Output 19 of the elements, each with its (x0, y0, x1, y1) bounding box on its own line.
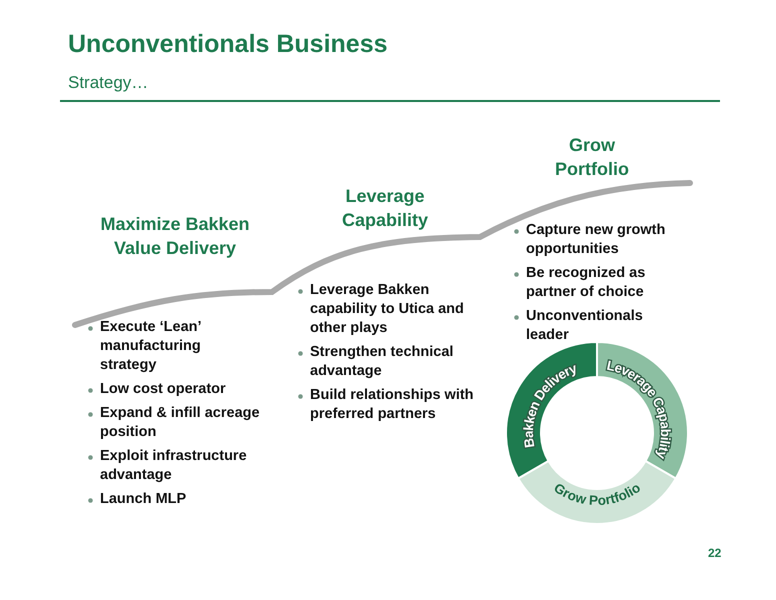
ring-segment (517, 460, 677, 525)
bullet-item: Strengthen technical advantage (310, 344, 454, 379)
bullet-item: Execute ‘Lean’ manufacturing strategy (100, 319, 201, 373)
bullet-item: Build relationships with preferred partners (310, 387, 474, 422)
bullet-item: Be recognized as partner of choice (526, 265, 646, 300)
bullet-item: Capture new growth opportunities (526, 222, 666, 257)
stage-heading: Leverage Capability (340, 185, 430, 232)
page-number: 22 (708, 546, 722, 560)
stage-heading: Grow Portfolio (554, 134, 630, 181)
segment-label: Grow Portfolio (551, 480, 643, 508)
bullet-item: Leverage Bakken capability to Utica and other plays (310, 282, 464, 336)
bullet-item: Unconventionals leader (526, 308, 643, 343)
bullet-item: Low cost operator (100, 381, 226, 397)
stage-heading: Maximize Bakken Value Delivery (99, 213, 251, 260)
bullet-item: Exploit infrastructure advantage (100, 448, 247, 483)
bullet-item: Expand & infill acreage position (100, 405, 260, 440)
subtitle: Strategy… (68, 73, 148, 93)
bullet-item: Launch MLP (100, 491, 186, 507)
slide-title: Unconventionals Business (68, 30, 388, 59)
